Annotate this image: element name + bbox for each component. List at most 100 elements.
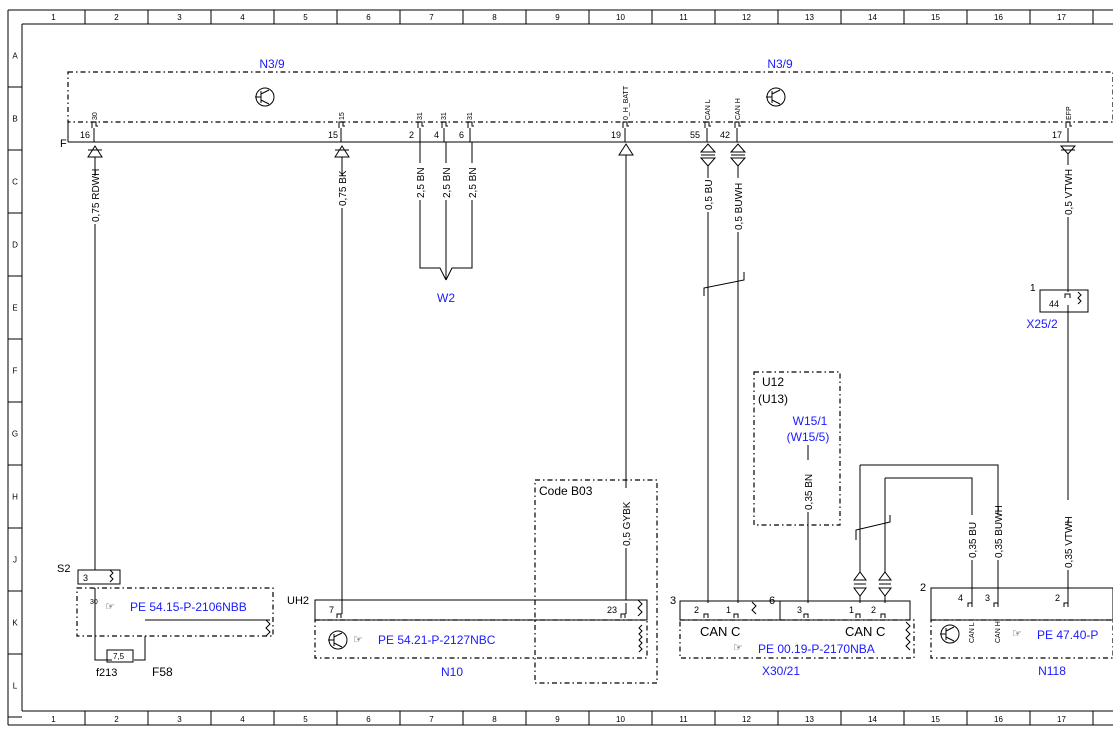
grid-column-label: 2 [114, 13, 119, 22]
s2-switch: S2 3 30 ☞ PE 54.15-P-2106NBB 7,5 f213 F5… [57, 563, 274, 679]
pin-label: CAN L [705, 99, 712, 120]
w2-label: W2 [437, 291, 455, 305]
grid-column-label: 4 [240, 715, 245, 724]
transistor-icon [328, 630, 348, 650]
grid-row-label: E [12, 304, 17, 313]
grid-column-label: 3 [177, 715, 182, 724]
pin-number: 4 [958, 593, 963, 603]
pin-number: 55 [690, 130, 700, 140]
x25-2-connector: 1 44 X25/2 [1026, 283, 1089, 331]
pin-number: 19 [611, 130, 621, 140]
grid-column-label: 6 [366, 715, 371, 724]
wire-labels: 0,75 RDWH 0,75 BK 2,5 BN 2,5 BN 2,5 BN 0… [91, 167, 1075, 568]
pin-number: 15 [328, 130, 338, 140]
grid-row-label: B [12, 115, 17, 124]
f58-label: F58 [152, 665, 173, 679]
code-b03-block: Code B03 [534, 479, 658, 684]
grid-column-label: 9 [555, 715, 560, 724]
pin-label: EFP [1066, 106, 1073, 120]
pe-reference-hand-icon: ☞ [105, 601, 115, 613]
grid-column-label: 7 [429, 13, 434, 22]
grid-column-label: 1 [51, 715, 56, 724]
n118-module: 2 4 3 2 CAN L CAN H ☞ PE 47.40-P N118 [920, 582, 1113, 678]
grid-column-label: 2 [114, 715, 119, 724]
pe-reference-n118: PE 47.40-P [1037, 628, 1098, 642]
grid-row-label: G [12, 430, 18, 439]
wire-label: 0,35 BU [968, 522, 979, 558]
x25-2-label: X25/2 [1026, 317, 1058, 331]
grid-row-label: K [12, 619, 18, 628]
pin-number: 4 [434, 130, 439, 140]
wire-label: 0,35 VTWH [1064, 516, 1075, 568]
wire-label: 2,5 BN [416, 167, 427, 198]
pin-number: 1 [1030, 283, 1036, 294]
pe-reference-x30: PE 00.19-P-2170NBA [758, 642, 875, 656]
pin-number: 3 [670, 595, 676, 607]
uh2-label: UH2 [287, 595, 309, 607]
connector-arrows [87, 143, 1077, 167]
column-ticks: 1122334455667788991010111112121313141415… [51, 10, 1094, 725]
wire-label: 0,5 BUWH [734, 183, 745, 230]
pin-sockets [91, 121, 1072, 142]
pin-label: 31 [417, 112, 424, 120]
u13-label: (U13) [758, 392, 788, 406]
pe-reference-hand-icon: ☞ [733, 642, 743, 654]
grid-column-label: 14 [868, 715, 877, 724]
w15-5-label: (W15/5) [787, 430, 830, 444]
can-c-label: CAN C [700, 624, 740, 639]
pe-reference-hand-icon: ☞ [1012, 628, 1022, 640]
top-pin-numbers: 16 15 2 4 6 19 55 42 17 [80, 130, 1062, 140]
pin-number: 3 [985, 593, 990, 603]
x30-21-label: X30/21 [762, 664, 800, 678]
x30-21-connector: 3 6 2 1 3 1 2 CAN C CAN C ☞ PE 00.19-P-2… [670, 595, 915, 678]
transistor-icon [766, 87, 786, 107]
pin-number: 2 [409, 130, 414, 140]
pin-number: 44 [1049, 299, 1059, 309]
grid-column-label: 8 [492, 13, 497, 22]
grid-column-label: 5 [303, 13, 308, 22]
u12-block: U12 (U13) W15/1 (W15/5) [753, 371, 841, 526]
pin-number: 23 [607, 605, 617, 615]
wire-label: 0,35 BUWH [994, 505, 1005, 558]
grid-row-label: F [13, 367, 18, 376]
grid-row-label: D [12, 241, 18, 250]
grid-column-label: 4 [240, 13, 245, 22]
wire-label: 2,5 BN [468, 167, 479, 198]
grid-column-label: 6 [366, 13, 371, 22]
grid-column-label: 15 [931, 13, 940, 22]
grid-row-label: A [12, 52, 18, 61]
pin-number: 2 [694, 605, 699, 615]
pin-label: 0_H_BATT [623, 85, 630, 120]
grid-row-label: J [13, 556, 17, 565]
grid-column-label: 17 [1057, 13, 1066, 22]
pin-number: 3 [797, 605, 802, 615]
pin-label: CAN H [995, 621, 1002, 643]
grid-column-label: 11 [679, 13, 688, 22]
pin-label: CAN H [735, 98, 742, 120]
grid-column-label: 1 [51, 13, 56, 22]
grid-row-label: H [12, 493, 18, 502]
u12-label: U12 [762, 375, 784, 389]
pin-number: 17 [1052, 130, 1062, 140]
grid-column-label: 9 [555, 13, 560, 22]
n10-module: UH2 7 23 ☞ PE 54.21-P-2127NBC N10 [287, 595, 648, 679]
wire-label: 0,5 GYBK [622, 501, 633, 546]
grid-column-label: 14 [868, 13, 877, 22]
transistor-icon [940, 624, 960, 644]
grid-column-label: 17 [1057, 715, 1066, 724]
grid-column-label: 8 [492, 715, 497, 724]
pin-number: 2 [920, 582, 926, 594]
code-b03-label: Code B03 [539, 484, 593, 498]
wire-label: 0,75 RDWH [91, 169, 102, 222]
pin-number: 3 [83, 573, 88, 583]
pin-number: 42 [720, 130, 730, 140]
wire-label: 0,5 VTWH [1064, 169, 1075, 215]
grid-column-label: 12 [742, 13, 751, 22]
grid-column-label: 13 [805, 715, 814, 724]
sheet-frame [7, 9, 1113, 726]
grid-column-label: 5 [303, 715, 308, 724]
pin-number: 7 [329, 605, 334, 615]
pin-label: 15 [339, 112, 346, 120]
